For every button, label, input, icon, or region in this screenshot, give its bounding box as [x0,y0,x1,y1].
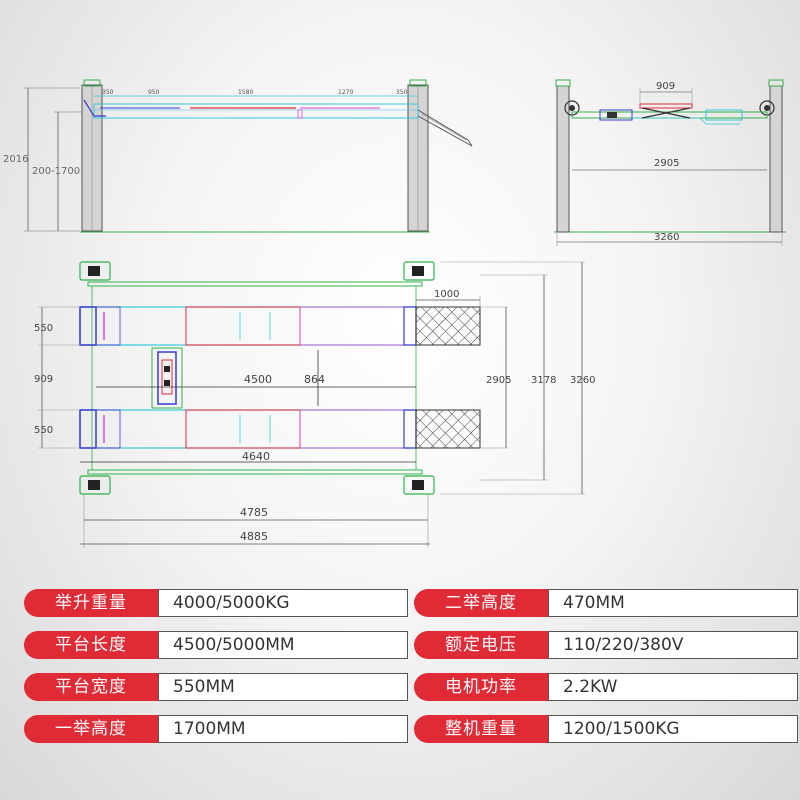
spec-value-second-lift-height: 470MM [548,589,798,617]
runway-length-label: 4640 [242,450,270,463]
seg-350-right: 350 [396,89,408,96]
spec-value-machine-weight: 1200/1500KG [548,715,798,743]
spec-row-lift-weight: 举升重量 4000/5000KG [24,589,408,617]
end-outer-width-label: 3260 [654,232,679,243]
inner-span-label: 2905 [486,375,511,386]
runway-width-bottom-label: 550 [34,425,53,436]
spec-label-motor-power: 电机功率 [414,673,548,701]
spec-row-rated-voltage: 额定电压 110/220/380V [414,631,798,659]
spec-value-rated-voltage: 110/220/380V [548,631,798,659]
runway-top-plan [79,306,417,346]
spec-row-machine-weight: 整机重量 1200/1500KG [414,715,798,743]
jack-width-label: 909 [656,81,675,92]
lift-range-label: 200-1700 [32,166,80,177]
end-inner-width-label: 2905 [654,158,679,169]
spec-row-platform-length: 平台长度 4500/5000MM [24,631,408,659]
spec-label-lift-weight: 举升重量 [24,589,158,617]
runway-bottom-plan [79,409,417,449]
seg-950: 950 [148,89,160,96]
spec-label-first-lift-height: 一举高度 [24,715,158,743]
post-footprint-tl [79,261,111,281]
post-inner-length-label: 4785 [240,506,268,519]
spec-value-platform-width: 550MM [158,673,408,701]
spec-row-second-lift-height: 二举高度 470MM [414,589,798,617]
jack-spacing-label: 864 [304,373,325,386]
seg-1270: 1270 [338,89,353,96]
spec-label-second-lift-height: 二举高度 [414,589,548,617]
jack-unit-plan [151,347,183,409]
post-footprint-bl [79,475,111,495]
lift-technical-drawing: 2016 200-1700 350 950 1580 1270 350 [3,79,786,548]
spec-value-platform-length: 4500/5000MM [158,631,408,659]
mid-span-label: 3178 [531,375,556,386]
spec-label-machine-weight: 整机重量 [414,715,548,743]
gap-width-label: 909 [34,374,53,385]
side-view: 2016 200-1700 350 950 1580 1270 350 [3,79,473,233]
spec-row-first-lift-height: 一举高度 1700MM [24,715,408,743]
runway-side [93,103,419,119]
ramp-bottom-plan [415,409,481,449]
end-left-post [556,85,570,233]
outer-span-label: 3260 [570,375,595,386]
spec-label-rated-voltage: 额定电压 [414,631,548,659]
seg-350-left: 350 [102,89,114,96]
ramp-side [417,109,473,147]
spec-row-motor-power: 电机功率 2.2KW [414,673,798,701]
spec-value-first-lift-height: 1700MM [158,715,408,743]
ramp-top-plan [415,306,481,346]
post-outer-length-label: 4885 [240,530,268,543]
platform-length-label: 4500 [244,373,272,386]
end-view: 909 2905 3260 [554,79,786,246]
spec-value-motor-power: 2.2KW [548,673,798,701]
spec-label-platform-length: 平台长度 [24,631,158,659]
top-view: 4500 864 4640 550 909 550 1000 2905 3178… [34,261,595,548]
spec-value-lift-weight: 4000/5000KG [158,589,408,617]
spec-label-platform-width: 平台宽度 [24,673,158,701]
jack-top [639,103,693,109]
post-footprint-br [403,475,435,495]
post-footprint-tr [403,261,435,281]
end-right-post [769,85,783,233]
ramp-length-label: 1000 [434,289,459,300]
spec-row-platform-width: 平台宽度 550MM [24,673,408,701]
seg-1580: 1580 [238,89,253,96]
total-height-label: 2016 [3,154,28,165]
runway-width-top-label: 550 [34,323,53,334]
